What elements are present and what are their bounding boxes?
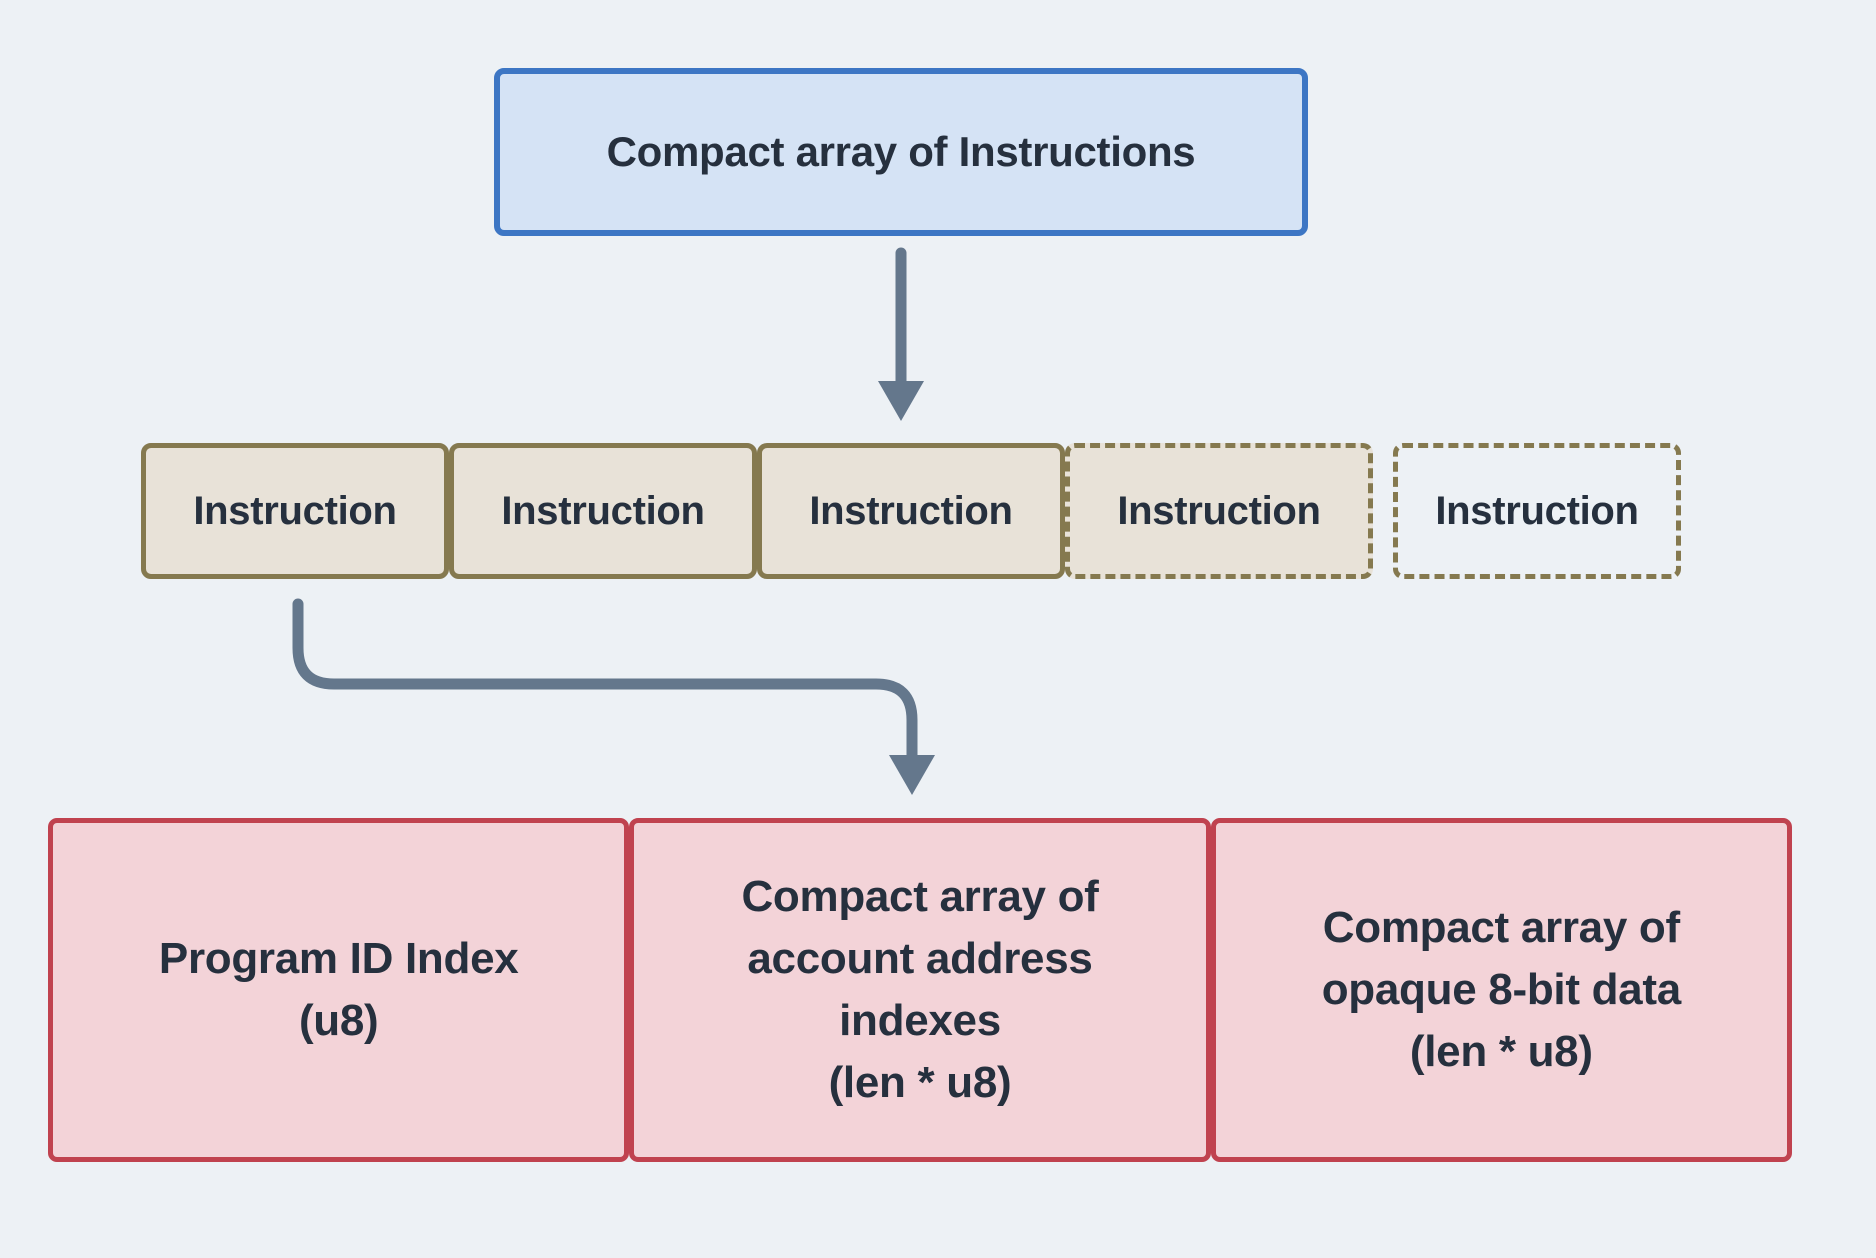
instruction-label: Instruction	[1117, 488, 1321, 533]
compact-array-of-instructions-box: Compact array of Instructions	[494, 68, 1308, 236]
box-text-line: (len * u8)	[1409, 1027, 1593, 1076]
box-text-line: (len * u8)	[828, 1058, 1012, 1107]
box-text-line: Compact array of	[741, 872, 1099, 921]
instruction-box-5: Instruction	[1393, 443, 1681, 579]
instruction-box-3: Instruction	[757, 443, 1065, 579]
instruction-label: Instruction	[809, 488, 1013, 533]
box-text-line: Compact array of	[1322, 903, 1680, 952]
instruction-label: Instruction	[193, 488, 397, 533]
instruction-label: Instruction	[1435, 488, 1639, 533]
title-box-label: Compact array of Instructions	[606, 128, 1196, 175]
box-text-line: opaque 8-bit data	[1321, 965, 1681, 1014]
arrow-down-icon	[878, 247, 924, 421]
arrow-elbow-down-icon	[292, 598, 935, 795]
account-address-indexes-box: Compact array of account address indexes…	[629, 818, 1211, 1162]
instruction-detail-row: Program ID Index (u8) Compact array of a…	[48, 818, 1792, 1162]
box-text-line: account address	[747, 934, 1093, 983]
box-text-line: (u8)	[298, 996, 379, 1045]
box-text-line: indexes	[839, 996, 1001, 1045]
instruction-box-2: Instruction	[449, 443, 757, 579]
instruction-box-1: Instruction	[141, 443, 449, 579]
instruction-label: Instruction	[501, 488, 705, 533]
program-id-index-box: Program ID Index (u8)	[48, 818, 630, 1162]
opaque-8bit-data-box: Compact array of opaque 8-bit data (len …	[1210, 818, 1792, 1162]
instruction-box-4: Instruction	[1065, 443, 1373, 579]
box-text-line: Program ID Index	[158, 934, 519, 983]
instruction-array-row: Instruction Instruction Instruction Inst…	[141, 443, 1681, 579]
